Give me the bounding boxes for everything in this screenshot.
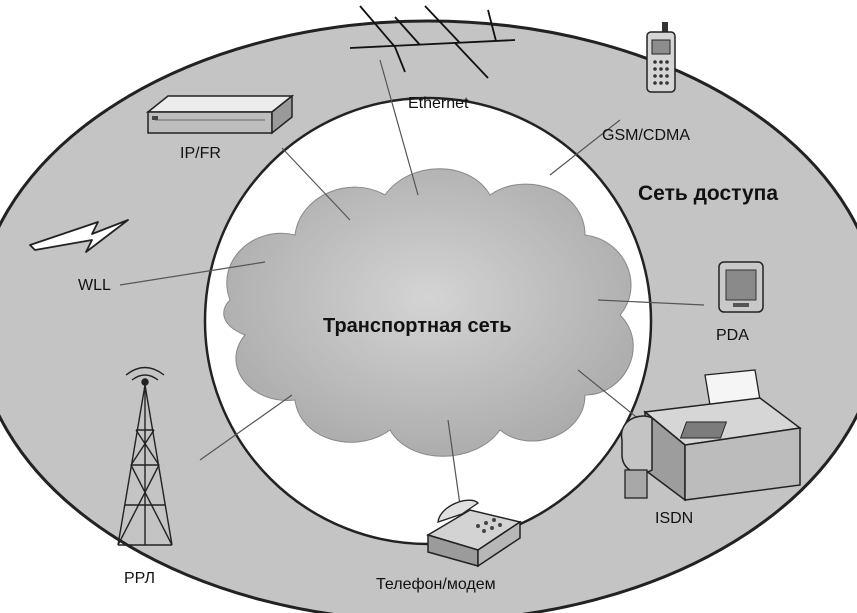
- wireless-link-icon: [29, 219, 129, 253]
- ethernet-label: Ethernet: [408, 95, 469, 112]
- rrl-label: РРЛ: [124, 570, 155, 587]
- phone-label: Телефон/модем: [376, 576, 496, 593]
- link-ethernet: [379, 59, 419, 196]
- fax-terminal-icon: [620, 369, 802, 502]
- link-ipfr: [281, 147, 351, 221]
- mobile-phone-icon: [646, 22, 676, 93]
- ipfr-label: IP/FR: [180, 145, 221, 162]
- isdn-label: ISDN: [655, 510, 693, 527]
- router-icon: [145, 94, 295, 135]
- gsm-label: GSM/CDMA: [602, 127, 690, 144]
- access-network-label: Сеть доступа: [638, 182, 778, 205]
- wll-label: WLL: [78, 277, 111, 294]
- connector-lines: [119, 59, 705, 506]
- link-rrl: [199, 394, 293, 461]
- telephone-icon: [426, 499, 522, 568]
- link-phone: [447, 419, 461, 506]
- transport-network-label: Транспортная сеть: [323, 315, 512, 337]
- link-wll: [119, 261, 266, 286]
- link-gsm: [549, 119, 621, 176]
- transport-cloud: [223, 168, 634, 457]
- link-isdn: [577, 369, 641, 421]
- ethernet-bus-icon: [349, 5, 516, 79]
- pda-icon: [718, 261, 764, 313]
- pda-label: PDA: [716, 327, 749, 344]
- radio-tower-icon: [117, 366, 173, 546]
- link-pda: [597, 299, 705, 306]
